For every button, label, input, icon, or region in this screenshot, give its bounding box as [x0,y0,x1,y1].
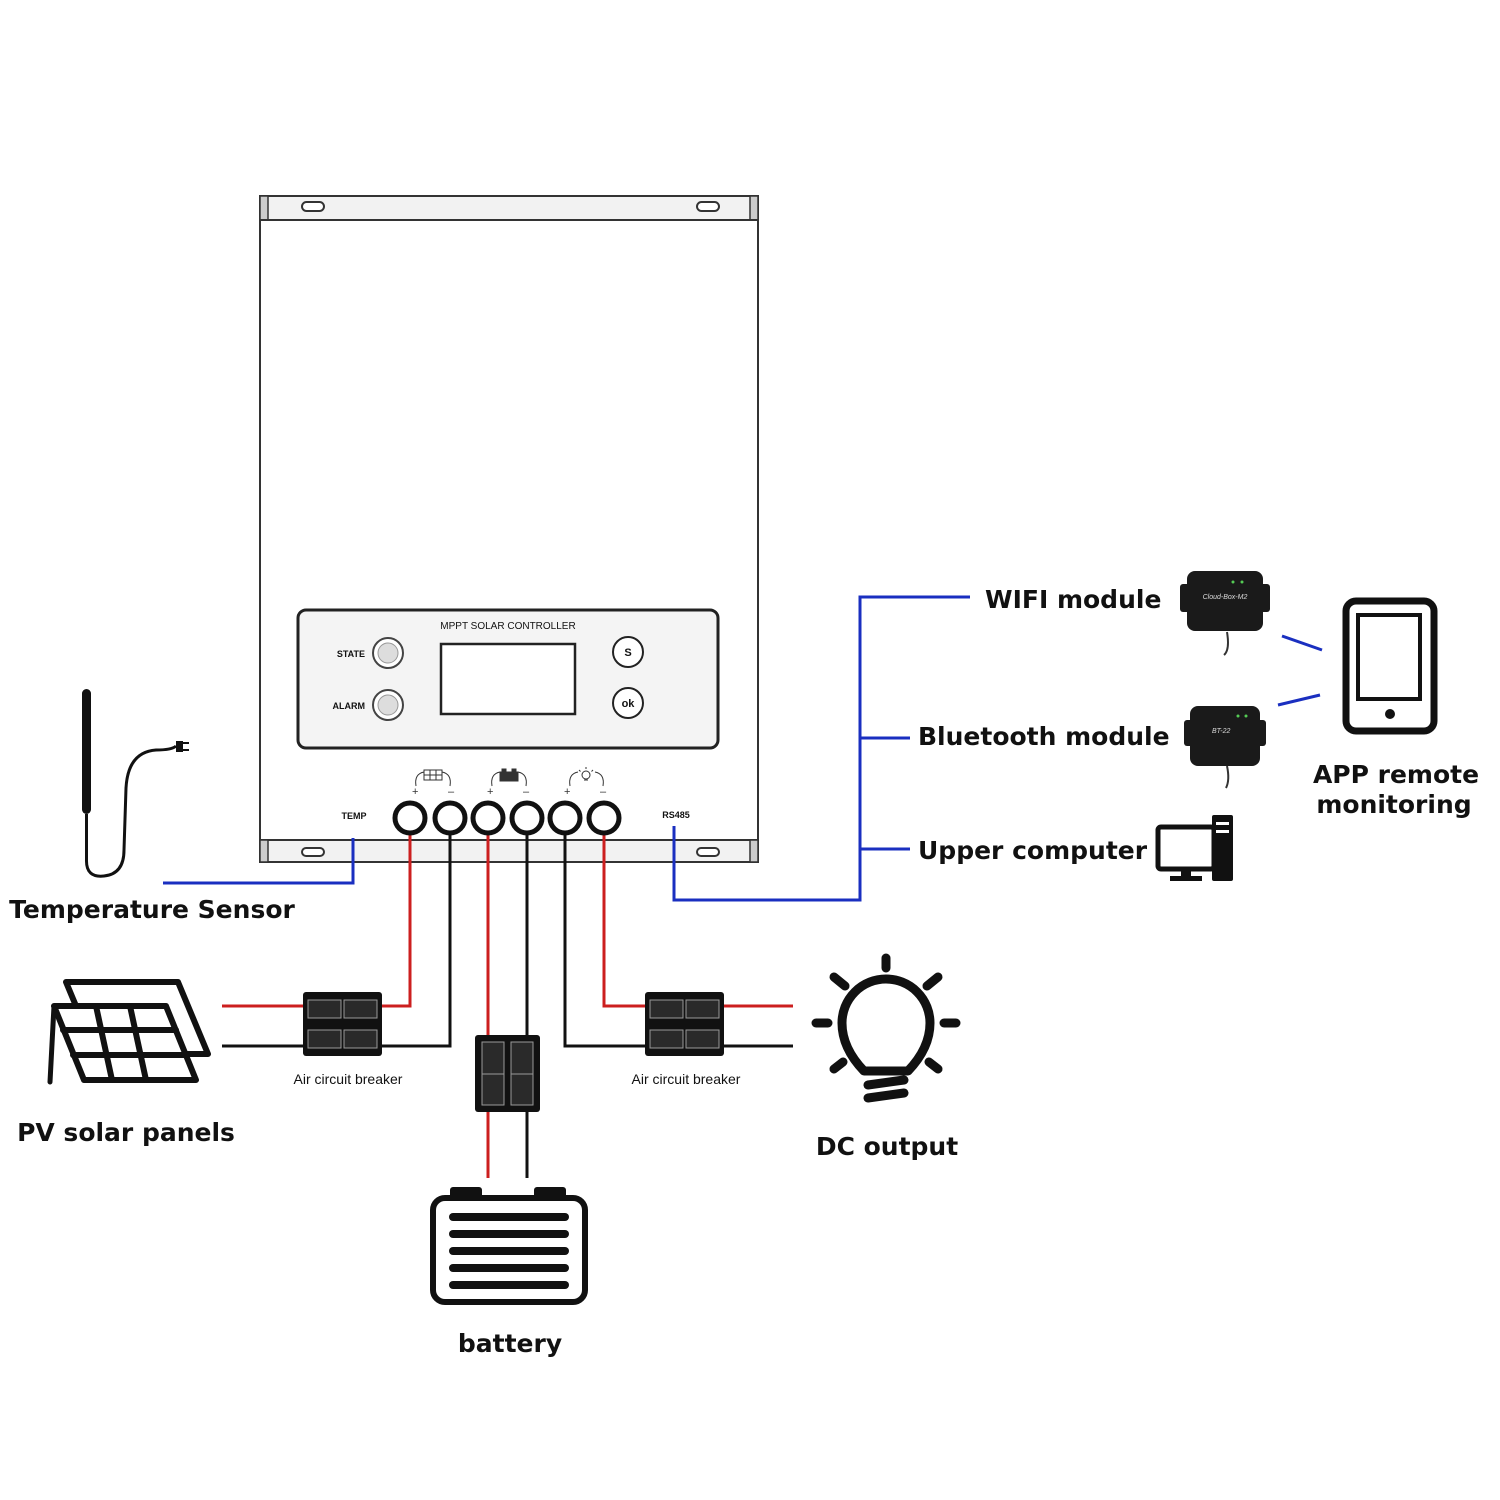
battery-label: battery [458,1329,562,1358]
load-positive-terminal [547,800,583,836]
comm-wires [163,595,1323,902]
ok-button-label: ok [622,698,636,710]
air-breaker-right-label: Air circuit breaker [632,1071,741,1087]
air-circuit-breaker-right [645,992,724,1056]
bluetooth-link [1277,693,1321,707]
pv-negative-terminal [432,800,468,836]
svg-text:+: + [487,786,493,798]
top-bracket [259,195,759,221]
pv-positive-wire [382,818,412,1008]
wifi-device-text: Cloud-Box-M2 [1203,594,1248,601]
svg-text:–: – [600,786,607,798]
mount-slot [696,847,720,857]
temperature-sensor-label: Temperature Sensor [9,895,295,924]
rs485-wire [672,595,970,902]
alarm-label: ALARM [333,701,366,711]
air-breaker-left-label: Air circuit breaker [294,1071,403,1087]
pv-terminal-icon: + – [412,769,455,798]
power-wires [222,818,793,1178]
rs485-port-label: RS485 [662,810,690,820]
wifi-link [1281,634,1323,652]
s-button[interactable]: S [612,636,644,668]
bluetooth-module-device: BT-22 [1184,706,1266,789]
upper-computer-label: Upper computer [918,836,1148,865]
solar-panel-icon [47,979,211,1085]
terminals [392,800,622,836]
panel-title: MPPT SOLAR CONTROLLER [440,621,575,632]
phone-icon [1342,597,1438,735]
load-terminal-icon: + – [564,767,607,798]
mount-slot [301,847,325,857]
state-label: STATE [337,649,365,659]
bottom-bracket [259,839,759,863]
computer-icon [1155,815,1233,881]
mount-slot [301,201,325,212]
svg-text:–: – [523,786,530,798]
pv-solar-panels-label: PV solar panels [17,1118,235,1147]
battery-terminal-icon: + – [487,768,530,798]
svg-text:–: – [448,786,455,798]
svg-text:+: + [564,786,570,798]
dc-output-label: DC output [816,1132,958,1161]
battery-positive-terminal [470,800,506,836]
mppt-controller: MPPT SOLAR CONTROLLER STATE ALARM S ok T… [259,195,759,863]
load-positive-wire [602,818,646,1008]
bt-device-text: BT-22 [1212,728,1231,735]
wifi-module-device: Cloud-Box-M2 [1180,571,1270,656]
temperature-sensor-icon [82,689,189,878]
air-circuit-breaker-left [303,992,382,1056]
wifi-module-label: WIFI module [985,585,1161,614]
battery-icon [430,1187,588,1305]
load-negative-wire [563,818,646,1048]
svg-text:+: + [412,786,418,798]
temp-port-label: TEMP [341,811,366,821]
light-bulb-icon [811,953,961,1103]
app-remote-label-line2: monitoring [1316,790,1471,819]
app-remote-label-line1: APP remote [1313,760,1479,789]
battery-breaker [475,1035,540,1112]
load-negative-terminal [586,800,622,836]
bluetooth-module-label: Bluetooth module [918,722,1170,751]
temp-sensor-wire [163,838,355,885]
mount-slot [696,201,720,212]
pv-positive-terminal [392,800,428,836]
ok-button[interactable]: ok [612,687,644,719]
battery-negative-terminal [509,800,545,836]
s-button-label: S [624,647,631,659]
lcd-screen [439,642,577,716]
